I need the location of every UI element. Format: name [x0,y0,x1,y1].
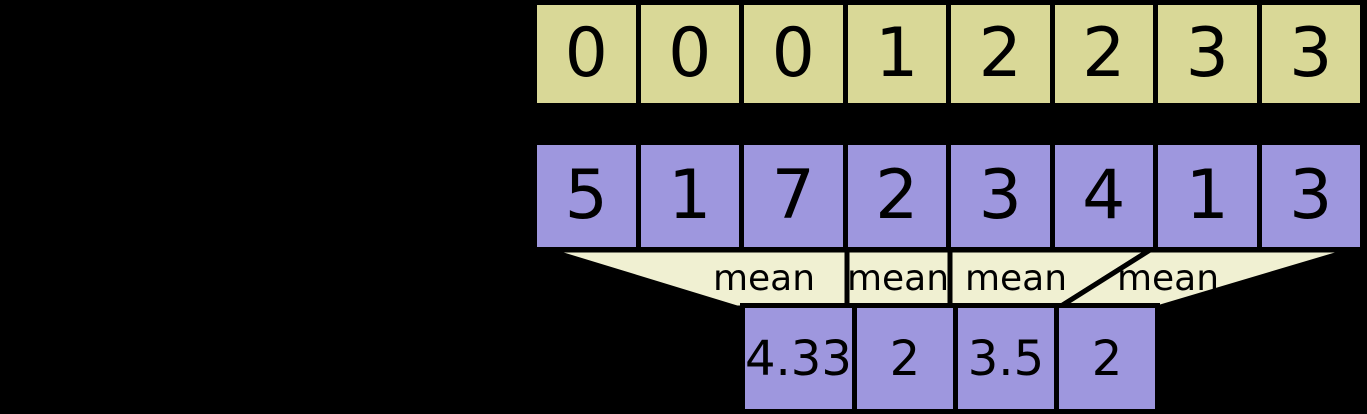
index-cell: 0 [640,5,739,103]
index-cell: 0 [537,5,636,103]
mean-label: mean [847,258,949,299]
index-row: 0 0 0 1 2 2 3 3 [532,0,1365,108]
output-cell: 2 [1058,308,1156,409]
input-cell: 1 [1158,145,1257,247]
input-cell: 3 [1261,145,1360,247]
output-cell: 3.5 [957,308,1054,409]
index-cell: 3 [1261,5,1360,103]
output-cell: 4.33 [745,308,852,409]
index-cell: 1 [847,5,946,103]
input-cell: 1 [640,145,739,247]
output-row: 4.33 2 3.5 2 [740,303,1160,414]
mean-label: mean [1117,258,1219,299]
input-cell: 5 [537,145,636,247]
mean-label: mean [713,258,815,299]
index-cell: 3 [1158,5,1257,103]
input-cell: 2 [847,145,946,247]
index-cell: 2 [951,5,1050,103]
input-cell: 4 [1054,145,1153,247]
index-cell: 0 [744,5,843,103]
input-row: 5 1 7 2 3 4 1 3 [532,140,1365,252]
input-cell: 3 [951,145,1050,247]
mean-label: mean [965,258,1067,299]
index-cell: 2 [1054,5,1153,103]
input-cell: 7 [744,145,843,247]
output-cell: 2 [856,308,953,409]
